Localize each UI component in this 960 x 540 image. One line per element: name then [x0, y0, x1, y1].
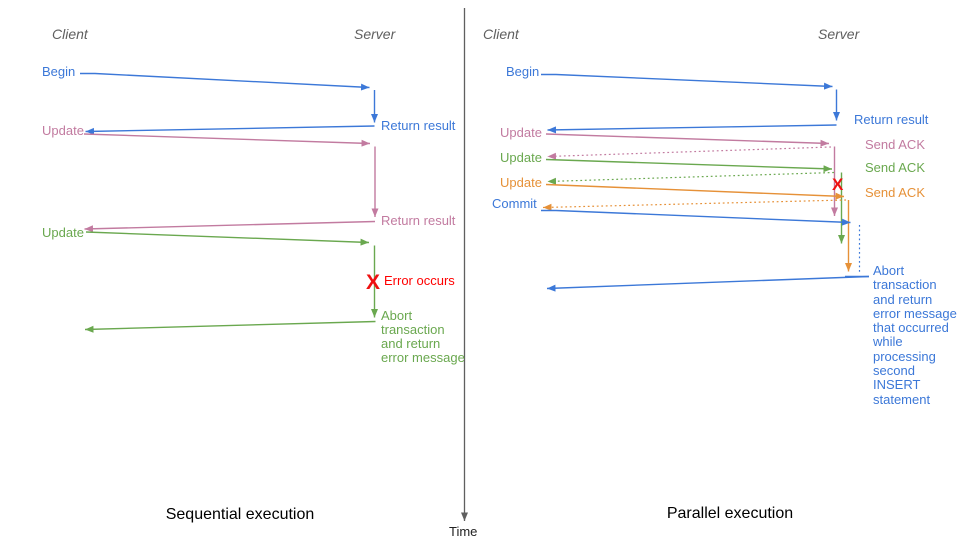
- time-axis-label: Time: [449, 524, 478, 539]
- right-begin-label: Begin: [506, 64, 540, 79]
- right-update-3-request-arrow: [545, 183, 845, 200]
- left-panel-caption: Sequential execution: [165, 506, 315, 523]
- left-update-2-request-arrow: [85, 231, 370, 246]
- right-update-2-request-arrow: [545, 158, 833, 173]
- left-return-result-1-arrow: [85, 125, 375, 135]
- left-update-2-label: Update: [42, 225, 84, 240]
- right-update-3-label: Update: [500, 175, 542, 190]
- right-server-header: Server: [818, 26, 860, 42]
- right-panel-caption: Parallel execution: [666, 505, 794, 522]
- right-abort-note: Abort transaction and return error messa…: [873, 263, 957, 407]
- left-update-1-label: Update: [42, 123, 84, 138]
- right-send-ack-2-arrow: [547, 171, 835, 185]
- right-send-ack-1-arrow: [547, 146, 832, 160]
- right-commit-request-arrow: [541, 209, 851, 226]
- right-begin-request-arrow: [541, 73, 833, 90]
- left-update-1-request-arrow: [83, 133, 371, 147]
- left-error-occurs-label: Error occurs: [384, 273, 455, 288]
- left-error-x-icon: X: [366, 271, 381, 294]
- left-begin-label: Begin: [42, 64, 76, 79]
- right-return-result-label: Return result: [854, 112, 929, 127]
- right-update-1-request-arrow: [545, 133, 830, 147]
- right-send-ack-3-label: Send ACK: [865, 185, 925, 200]
- right-send-ack-2-label: Send ACK: [865, 160, 925, 175]
- right-commit-label: Commit: [492, 196, 537, 211]
- left-begin-request-arrow: [80, 72, 370, 91]
- right-return-result-arrow: [547, 124, 837, 134]
- right-error-x-icon: X: [832, 175, 844, 194]
- right-send-ack-3-arrow: [542, 199, 847, 211]
- right-abort-return-arrow: [546, 275, 870, 292]
- left-client-header: Client: [52, 26, 88, 42]
- left-server-header: Server: [354, 26, 396, 42]
- right-update-2-label: Update: [500, 150, 542, 165]
- right-client-header: Client: [483, 26, 519, 42]
- left-abort-note: Abort transaction and return error messa…: [381, 308, 465, 365]
- left-return-result-2-label: Return result: [381, 213, 456, 228]
- left-return-result-2-arrow: [84, 220, 376, 233]
- left-return-result-1-label: Return result: [381, 118, 456, 133]
- right-send-ack-1-label: Send ACK: [865, 137, 925, 152]
- left-abort-return-arrow: [84, 320, 376, 333]
- right-update-1-label: Update: [500, 125, 542, 140]
